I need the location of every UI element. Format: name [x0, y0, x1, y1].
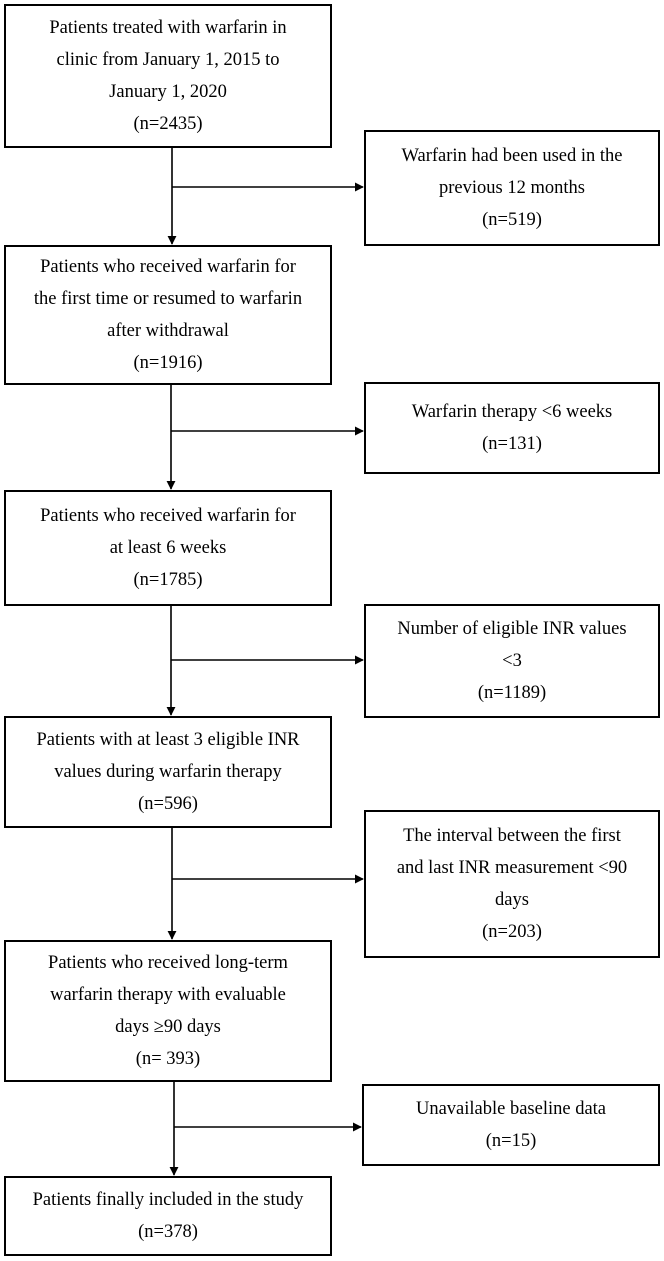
- step-1-line-2: clinic from January 1, 2015 to: [56, 50, 280, 70]
- step-4-line-2: values during warfarin therapy: [54, 762, 282, 782]
- exclusion-2-box: Warfarin therapy <6 weeks (n=131): [364, 382, 660, 474]
- step-2-line-3: after withdrawal: [107, 321, 229, 341]
- exclusion-2-count: (n=131): [482, 434, 542, 454]
- step-5-line-2: warfarin therapy with evaluable: [50, 985, 286, 1005]
- step-6-line-1: Patients finally included in the study: [32, 1190, 304, 1210]
- exclusion-5-box: Unavailable baseline data (n=15): [362, 1084, 660, 1166]
- step-1-line-3: January 1, 2020: [109, 82, 227, 102]
- step-4-count: (n=596): [138, 794, 198, 814]
- step-3-count: (n=1785): [133, 570, 203, 590]
- exclusion-3-count: (n=1189): [477, 683, 547, 703]
- step-6-count: (n=378): [138, 1222, 198, 1242]
- step-4-box: Patients with at least 3 eligible INR va…: [4, 716, 332, 828]
- exclusion-4-count: (n=203): [482, 922, 542, 942]
- exclusion-3-line-1: Number of eligible INR values: [397, 619, 627, 639]
- exclusion-1-box: Warfarin had been used in the previous 1…: [364, 130, 660, 246]
- exclusion-2-line-1: Warfarin therapy <6 weeks: [411, 402, 613, 422]
- step-4-line-1: Patients with at least 3 eligible INR: [36, 730, 300, 750]
- exclusion-4-line-1: The interval between the first: [403, 826, 621, 846]
- step-5-line-3: days ≥90 days: [115, 1017, 221, 1037]
- step-6-box: Patients finally included in the study (…: [4, 1176, 332, 1256]
- step-2-line-1: Patients who received warfarin for: [40, 257, 296, 277]
- step-3-line-2: at least 6 weeks: [109, 538, 227, 558]
- step-2-box: Patients who received warfarin for the f…: [4, 245, 332, 385]
- exclusion-4-box: The interval between the first and last …: [364, 810, 660, 958]
- step-5-line-1: Patients who received long-term: [48, 953, 288, 973]
- step-5-box: Patients who received long-term warfarin…: [4, 940, 332, 1082]
- exclusion-1-line-2: previous 12 months: [439, 178, 585, 198]
- exclusion-1-line-1: Warfarin had been used in the: [401, 146, 623, 166]
- step-1-line-1: Patients treated with warfarin in: [49, 18, 287, 38]
- exclusion-5-count: (n=15): [485, 1131, 537, 1151]
- step-1-box: Patients treated with warfarin in clinic…: [4, 4, 332, 148]
- step-2-count: (n=1916): [133, 353, 203, 373]
- exclusion-1-count: (n=519): [482, 210, 542, 230]
- exclusion-4-line-3: days: [495, 890, 529, 910]
- exclusion-4-line-2: and last INR measurement <90: [396, 858, 628, 878]
- step-2-line-2: the first time or resumed to warfarin: [33, 289, 303, 309]
- step-5-count: (n= 393): [135, 1049, 201, 1069]
- exclusion-3-box: Number of eligible INR values <3 (n=1189…: [364, 604, 660, 718]
- step-1-count: (n=2435): [133, 114, 203, 134]
- exclusion-3-line-2: <3: [502, 651, 522, 671]
- step-3-box: Patients who received warfarin for at le…: [4, 490, 332, 606]
- step-3-line-1: Patients who received warfarin for: [40, 506, 296, 526]
- exclusion-5-line-1: Unavailable baseline data: [415, 1099, 607, 1119]
